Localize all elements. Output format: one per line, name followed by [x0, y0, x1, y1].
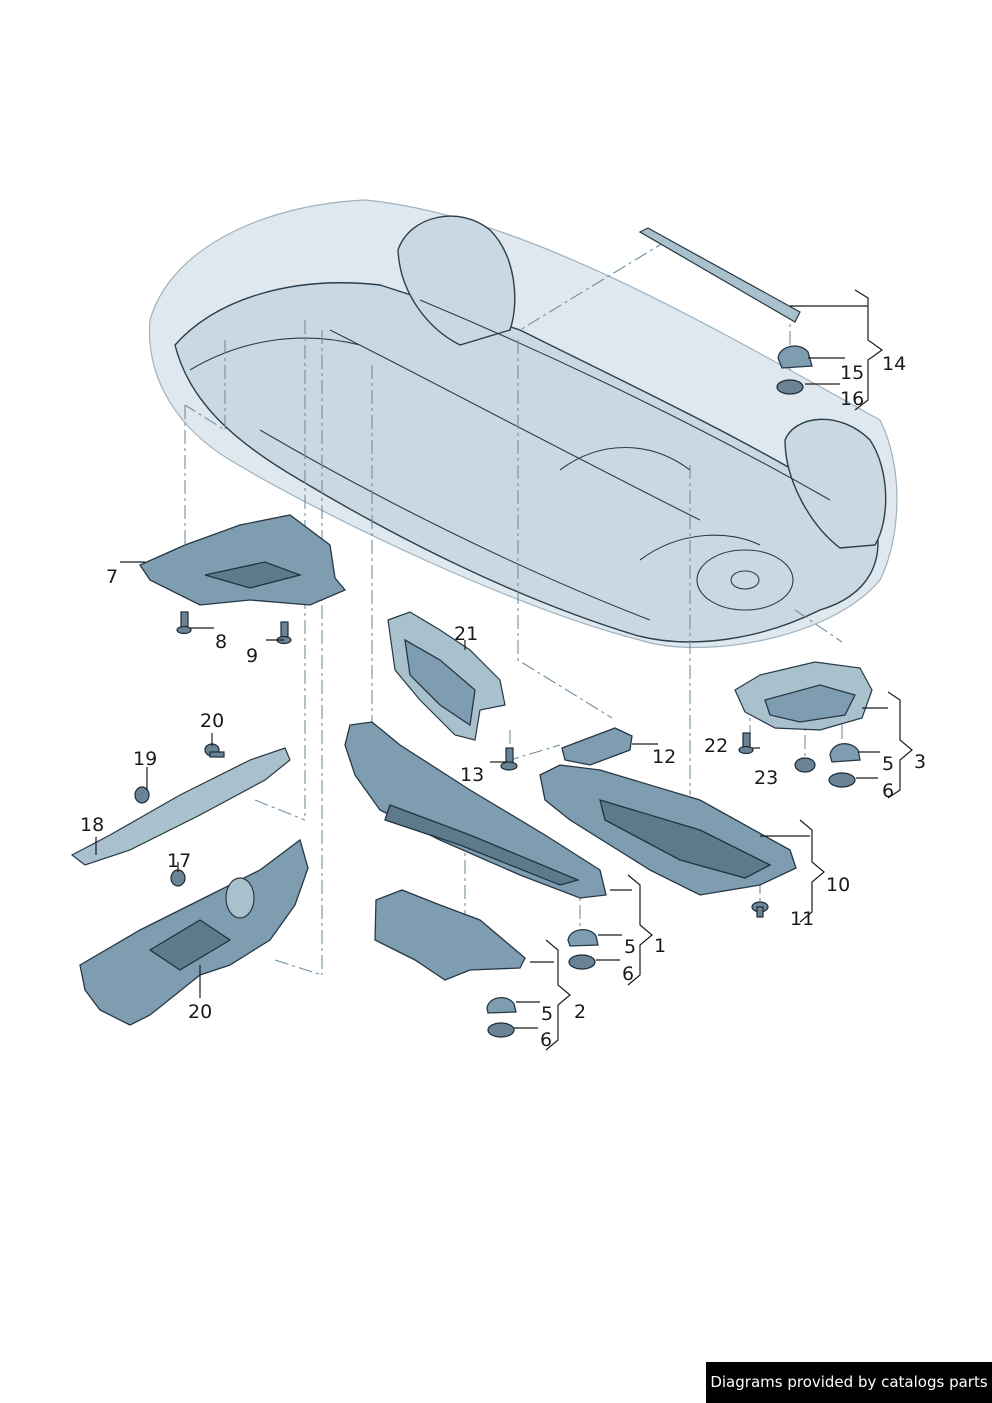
callout-12: 12: [652, 746, 676, 768]
car-body-underside: [148, 199, 898, 649]
callout-6-rear: 6: [882, 780, 894, 802]
heat-shield-21-face: [404, 638, 476, 727]
reinforcement-strip: [638, 227, 801, 323]
clip-11: [751, 901, 769, 918]
crossmember-line: [559, 447, 691, 471]
dash-line: [254, 799, 306, 821]
dash-line: [517, 340, 613, 719]
clip-disc-6-panel: [568, 954, 596, 970]
dash-line: [794, 609, 843, 643]
callout-1: 1: [654, 935, 666, 957]
dash-line: [509, 730, 561, 761]
bulkhead-ridge: [148, 919, 232, 971]
callout-20-insulation: 20: [188, 1001, 212, 1023]
screw-22: [738, 732, 754, 755]
brace-10: [799, 819, 825, 923]
callout-8: 8: [215, 631, 227, 653]
screw-8: [176, 611, 192, 635]
callout-16: 16: [840, 388, 864, 410]
callout-11: 11: [790, 908, 814, 930]
assembly-dash-lines: [184, 239, 843, 976]
callout-21: 21: [454, 623, 478, 645]
tunnel-line: [329, 329, 701, 521]
brace-14: [854, 289, 884, 411]
callout-14: 14: [882, 353, 906, 375]
rear-crossmember-line: [639, 534, 761, 561]
front-wheel-arch: [397, 215, 516, 346]
spare-wheel-hub: [730, 570, 760, 590]
sill-line-left: [259, 429, 651, 621]
callout-7: 7: [106, 566, 118, 588]
bracket-5-panel: [567, 929, 599, 947]
callout-9: 9: [246, 645, 258, 667]
watermark-banner: Diagrams provided by catalogs parts: [706, 1362, 992, 1403]
engine-underbody-guard: [139, 514, 347, 606]
mounting-bracket-15: [777, 345, 813, 369]
callout-10: 10: [826, 874, 850, 896]
callout-5-shield: 5: [541, 1003, 553, 1025]
sill-line-right: [419, 299, 831, 501]
callout-13: 13: [460, 764, 484, 786]
bulkhead-opening: [225, 877, 255, 919]
screw-20: [204, 743, 225, 758]
leader-lines: [95, 289, 913, 1051]
callout-labels: 14 15 16 7 8 9 21 12 13 22 23 3 5 6 10 1…: [80, 353, 926, 1051]
callout-20-screw: 20: [200, 710, 224, 732]
clip-disc-6-shield: [487, 1022, 515, 1038]
spare-wheel-well: [696, 549, 794, 611]
engine-guard-recess: [204, 561, 303, 589]
callout-6-panel: 6: [622, 963, 634, 985]
rear-underbody-cover-face: [764, 684, 856, 723]
dash-line: [274, 959, 323, 976]
brace-2: [545, 939, 571, 1051]
underbody-panel-left: [344, 721, 607, 899]
clip-19: [134, 786, 150, 804]
callout-6-shield: 6: [540, 1029, 552, 1051]
clip-17: [170, 869, 186, 887]
underbody-panel-right-rib: [599, 799, 772, 879]
brace-1: [627, 874, 653, 986]
nut-23: [794, 757, 816, 773]
rear-wheel-arch: [784, 418, 887, 549]
dash-line: [184, 340, 226, 431]
front-subframe-line: [189, 337, 361, 371]
underbody-panel-left-channel: [384, 804, 580, 886]
callout-3: 3: [914, 751, 926, 773]
callout-22: 22: [704, 735, 728, 757]
callout-23: 23: [754, 767, 778, 789]
callout-15: 15: [840, 362, 864, 384]
screw-13: [500, 747, 518, 771]
clip-disc-6-rear: [828, 772, 856, 788]
callout-5-panel: 5: [624, 936, 636, 958]
side-trim-strip-18: [70, 747, 291, 866]
callout-2: 2: [574, 1001, 586, 1023]
clip-disc-16: [776, 379, 804, 395]
callout-17: 17: [167, 850, 191, 872]
callout-18: 18: [80, 814, 104, 836]
heat-shield-2: [374, 889, 526, 981]
bracket-5-shield: [486, 997, 517, 1014]
bracket-5-rear: [829, 743, 861, 763]
dash-line: [519, 239, 669, 331]
brace-3: [887, 691, 913, 799]
callout-5-rear: 5: [882, 753, 894, 775]
cover-panel-12: [561, 727, 633, 766]
callout-19: 19: [133, 748, 157, 770]
